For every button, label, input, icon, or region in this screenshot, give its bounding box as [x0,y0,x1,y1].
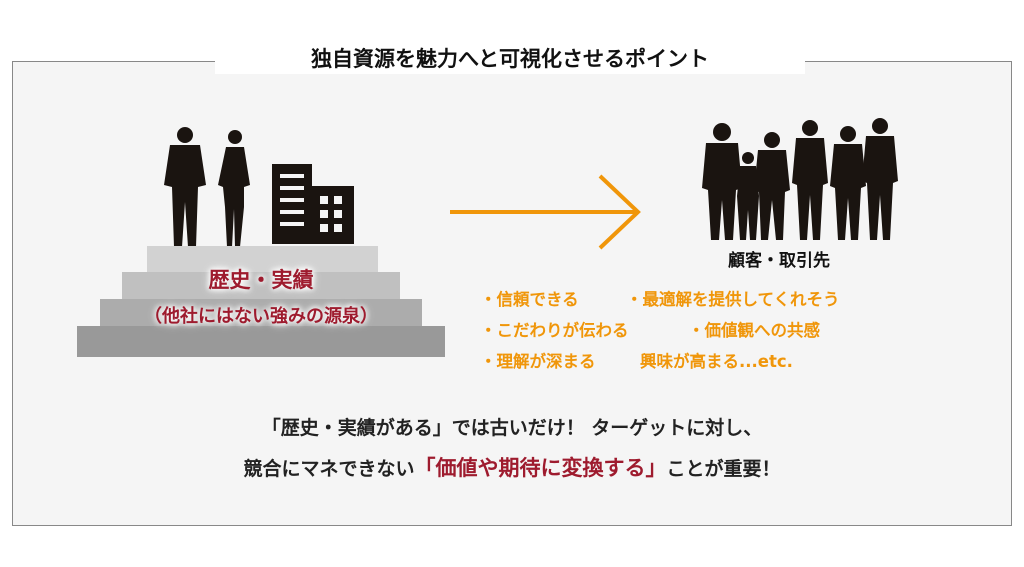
point-item: ・信頼できる [480,290,579,309]
points-row: ・理解が深まる 興味が高まる...etc. [480,346,840,377]
customers-label: 顧客・取引先 [728,251,830,271]
customers-silhouette-icon [702,118,898,240]
message-line-2: 競合にマネできない「価値や期待に変換する」ことが重要！ [0,452,1024,482]
diagram-title: 独自資源を魅力へと可視化させるポイント [215,44,805,74]
stair-step-2 [122,272,400,299]
message-post: ことが重要！ [666,458,781,480]
point-item: ・価値観への共感 [688,321,820,340]
points-row: ・信頼できる ・最適解を提供してくれそう [480,284,840,315]
unique-strength-label: （他社にはない強みの源泉） [144,306,378,327]
points-row: ・こだわりが伝わる ・価値観への共感 [480,315,840,346]
office-building-icon [272,164,354,244]
arrow-right-icon [450,174,641,250]
benefit-points: ・信頼できる ・最適解を提供してくれそう ・こだわりが伝わる ・価値観への共感 ・理… [480,284,840,377]
message-highlight: 「価値や期待に変換する」 [414,456,667,480]
stair-step-4 [77,326,445,357]
point-item: ・理解が深まる [480,352,596,371]
business-people-silhouette-icon [164,127,250,247]
message-pre: 競合にマネできない [243,458,415,480]
stair-step-1 [147,246,378,273]
stair-step-3 [100,299,422,326]
point-item: 興味が高まる...etc. [640,352,793,371]
message-line-1: 「歴史・実績がある」では古いだけ！ ターゲットに対し、 [261,417,763,439]
point-item: ・こだわりが伝わる [480,321,629,340]
point-item: ・最適解を提供してくれそう [626,290,840,309]
history-achievements-label: 歴史・実績 [208,268,314,292]
